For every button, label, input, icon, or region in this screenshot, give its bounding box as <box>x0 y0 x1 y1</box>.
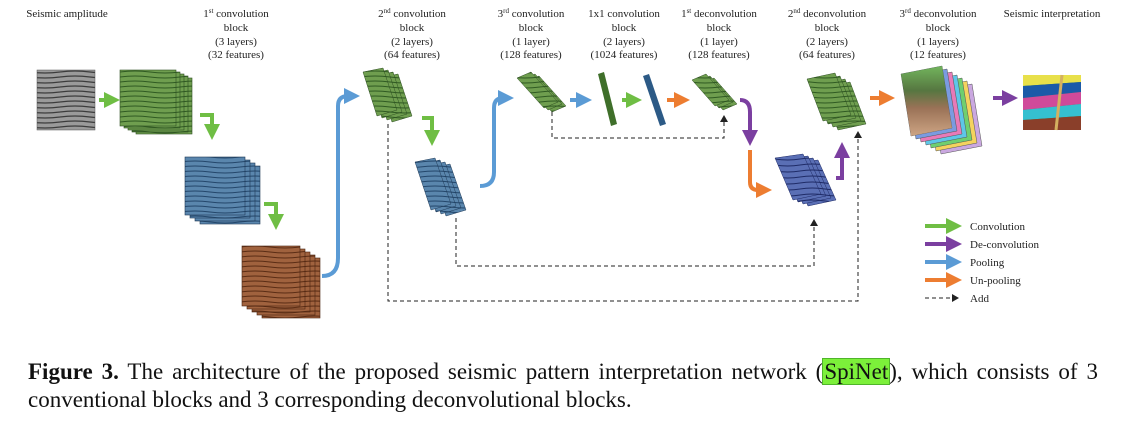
svg-text:(2 layers): (2 layers) <box>391 36 433 48</box>
arrow-pooling-1 <box>321 88 360 278</box>
svg-text:block: block <box>707 22 732 34</box>
svg-text:(32 features): (32 features) <box>208 49 264 61</box>
svg-text:block: block <box>612 22 637 34</box>
conv2-feature-stack <box>362 67 413 123</box>
svg-text:Un-pooling: Un-pooling <box>970 275 1021 287</box>
svg-text:block: block <box>926 22 951 34</box>
arrow-deconvolution-1 <box>739 98 758 146</box>
skip-add-2 <box>455 218 818 267</box>
caption-text-start: The architecture of the proposed seismic… <box>118 359 824 384</box>
conv3-feature-stack <box>516 71 567 113</box>
highlighted-term: SpiNet <box>822 358 891 385</box>
label-output: Seismic interpretation <box>1004 8 1101 20</box>
figure-caption: Figure 3. The architecture of the propos… <box>28 358 1098 414</box>
svg-text:1st deconvolution: 1st deconvolution <box>681 7 757 20</box>
label-deconv2: 2nd deconvolution block (2 layers) (64 f… <box>788 7 867 61</box>
svg-text:3rd deconvolution: 3rd deconvolution <box>899 7 977 20</box>
svg-text:(1 layers): (1 layers) <box>917 36 959 48</box>
svg-text:block: block <box>519 22 544 34</box>
label-deconv1: 1st deconvolution block (1 layer) (128 f… <box>681 7 757 61</box>
svg-text:(3 layers): (3 layers) <box>215 36 257 48</box>
legend-unpooling: Un-pooling <box>925 272 1021 288</box>
svg-text:(2 layers): (2 layers) <box>603 36 645 48</box>
conv1x1-layers <box>598 72 666 126</box>
pool2-feature-stack <box>414 157 467 217</box>
deconv1-feature-stack <box>691 73 738 111</box>
arrow-convolution-2 <box>200 113 220 140</box>
svg-text:block: block <box>400 22 425 34</box>
conv1-feature-stack <box>119 69 193 135</box>
architecture-diagram: Seismic amplitude 1st convolution block … <box>26 7 1101 319</box>
svg-text:(1 layer): (1 layer) <box>512 36 550 48</box>
svg-text:2nd convolution: 2nd convolution <box>378 7 446 20</box>
svg-text:(64 features): (64 features) <box>799 49 855 61</box>
label-conv1: 1st convolution block (3 layers) (32 fea… <box>203 7 269 61</box>
arrow-convolution-4 <box>422 116 440 146</box>
deconv2-feature-stack <box>806 72 867 131</box>
label-conv2: 2nd convolution block (2 layers) (64 fea… <box>378 7 446 61</box>
svg-text:2nd deconvolution: 2nd deconvolution <box>788 7 867 20</box>
arrow-deconvolution-2 <box>834 142 850 180</box>
svg-text:(2 layers): (2 layers) <box>806 36 848 48</box>
svg-text:block: block <box>224 22 249 34</box>
svg-text:(1024 features): (1024 features) <box>591 49 658 61</box>
label-input: Seismic amplitude <box>26 8 108 20</box>
svg-text:(64 features): (64 features) <box>384 49 440 61</box>
arrow-convolution-3 <box>264 202 284 230</box>
svg-text:(128 features): (128 features) <box>500 49 562 61</box>
svg-text:3rd convolution: 3rd convolution <box>498 7 565 20</box>
svg-text:(12 features): (12 features) <box>910 49 966 61</box>
deconv2-unpooled-stack <box>774 153 837 207</box>
conv1-output-stack <box>241 245 321 319</box>
input-seismic-image <box>36 69 96 131</box>
legend: Convolution De-convolution Pooling Un-po… <box>925 218 1040 305</box>
skip-add-1 <box>551 112 728 139</box>
svg-text:Add: Add <box>970 293 989 305</box>
skip-add-3 <box>387 124 862 302</box>
label-conv3: 3rd convolution block (1 layer) (128 fea… <box>498 7 565 61</box>
arrow-unpooling-2 <box>748 150 772 198</box>
pool1-feature-stack <box>184 156 261 225</box>
label-deconv3: 3rd deconvolution block (1 layers) (12 f… <box>899 7 977 61</box>
svg-text:Convolution: Convolution <box>970 221 1026 233</box>
svg-text:De-convolution: De-convolution <box>970 239 1040 251</box>
output-interpretation-image <box>1023 74 1081 131</box>
svg-text:(1 layer): (1 layer) <box>700 36 738 48</box>
svg-text:block: block <box>815 22 840 34</box>
legend-add: Add <box>925 293 989 305</box>
figure-number: Figure 3. <box>28 359 119 384</box>
legend-convolution: Convolution <box>925 218 1026 234</box>
svg-text:(128 features): (128 features) <box>688 49 750 61</box>
arrow-pooling-2 <box>479 90 514 188</box>
caption-text-end: ), which consists of 3 conventional bloc… <box>28 359 1098 412</box>
label-conv1x1: 1x1 convolution block (2 layers) (1024 f… <box>588 8 660 61</box>
svg-text:1st convolution: 1st convolution <box>203 7 269 20</box>
svg-text:1x1 convolution: 1x1 convolution <box>588 8 660 20</box>
legend-deconvolution: De-convolution <box>925 236 1040 252</box>
legend-pooling: Pooling <box>925 254 1005 270</box>
deconv3-feature-stack <box>900 65 983 155</box>
svg-text:Pooling: Pooling <box>970 257 1005 269</box>
